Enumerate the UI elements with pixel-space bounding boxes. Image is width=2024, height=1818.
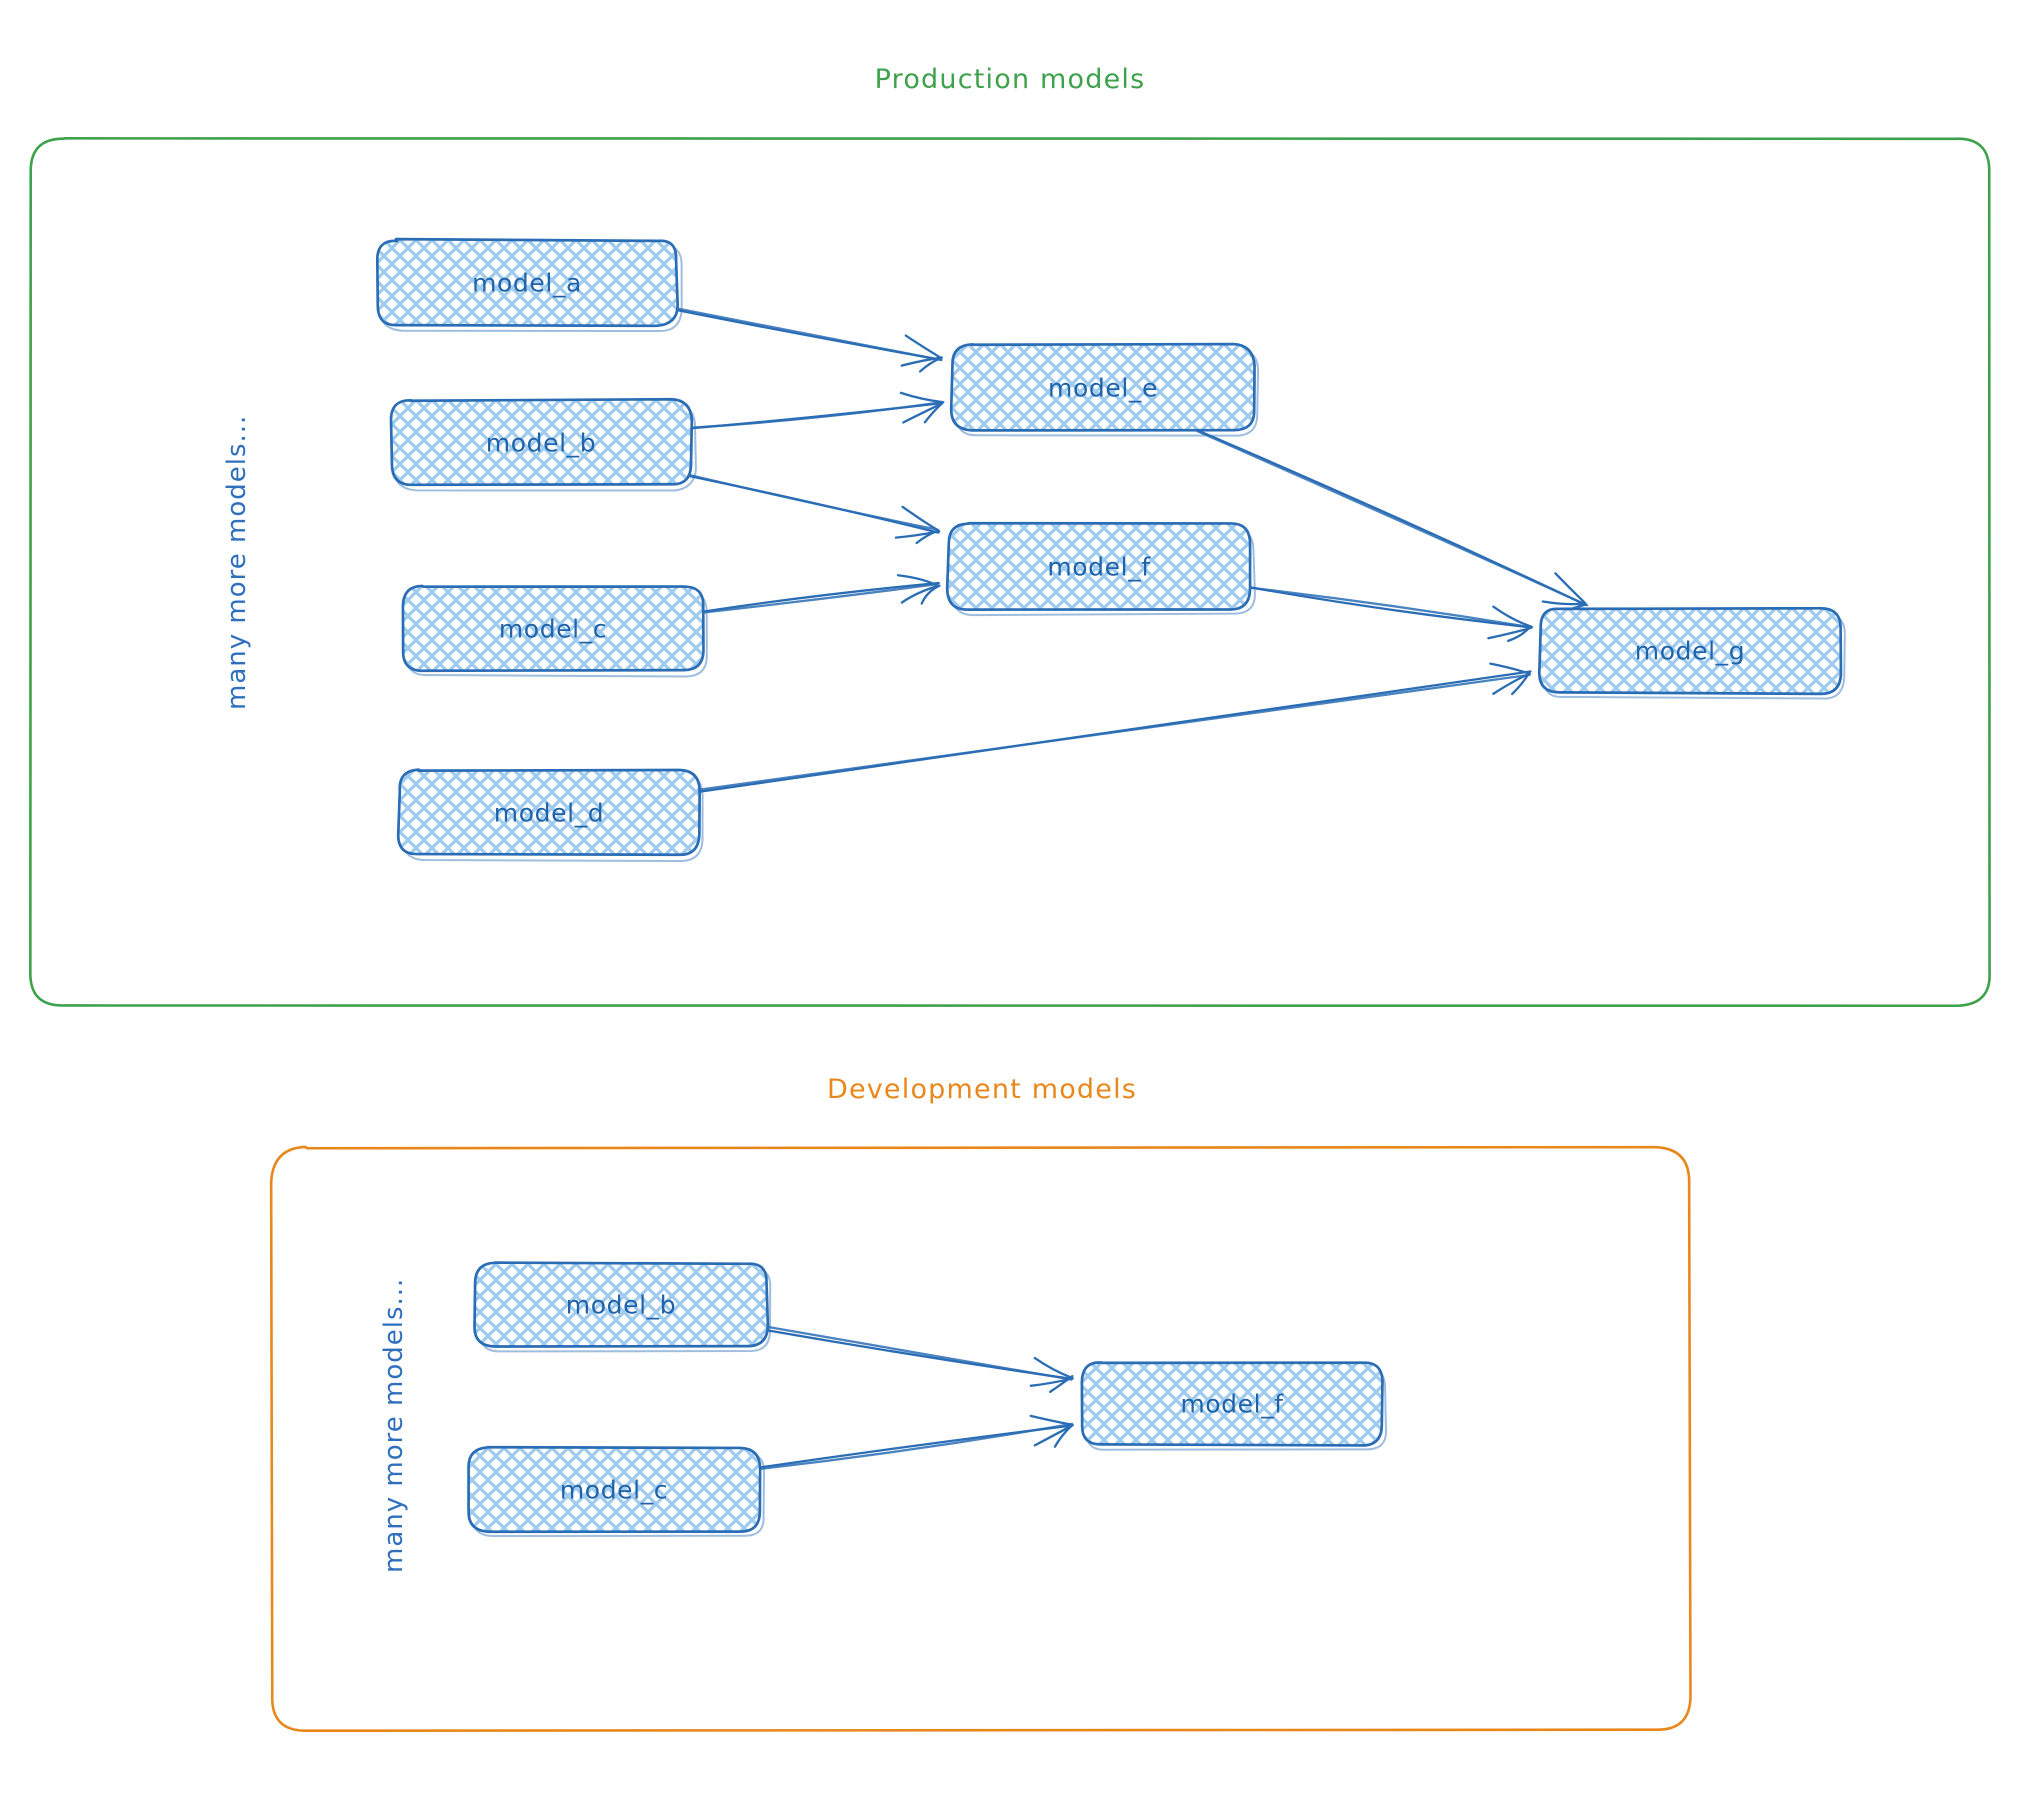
edge-shaft: [700, 583, 938, 614]
node-outline: [467, 1445, 762, 1534]
node-dev_model_b[interactable]: model_b: [473, 1261, 772, 1353]
edge-arrowhead: [1489, 662, 1531, 675]
node-fill: [474, 1262, 768, 1347]
node-fill: [1540, 607, 1841, 693]
edge-arrowhead: [899, 391, 944, 404]
node-outline: [401, 584, 705, 673]
edge-arrowhead: [1507, 625, 1531, 643]
node-outline: [945, 521, 1252, 611]
edge-shaft: [691, 400, 945, 429]
edge-arrowhead: [1033, 1356, 1074, 1380]
node-label: model_g: [1635, 637, 1745, 666]
edge-prod_model_d-to-prod_model_g: [696, 662, 1532, 794]
edge-arrowhead: [901, 505, 940, 532]
node-dev_model_c[interactable]: model_c: [467, 1445, 766, 1537]
edge-arrowhead: [1492, 605, 1533, 628]
group-development: [269, 1145, 1692, 1733]
node-label: model_c: [560, 1476, 668, 1505]
node-label: model_e: [1048, 374, 1158, 403]
edge-dev_model_b-to-dev_model_f: [764, 1325, 1074, 1394]
node-label: model_f: [1180, 1390, 1284, 1419]
edge-shaft: [764, 1325, 1073, 1381]
edge-dev_model_c-to-dev_model_f: [757, 1414, 1074, 1471]
labels-layer: Production models many more models... Deve…: [222, 64, 1146, 1573]
edge-arrowhead: [918, 356, 943, 373]
edge-shaft: [696, 673, 1531, 792]
node-fill: [947, 523, 1251, 610]
node-label: model_c: [499, 615, 607, 644]
group-production: [29, 137, 1991, 1008]
edge-arrowhead: [920, 584, 941, 605]
edge-arrowhead: [1492, 672, 1530, 695]
node-outline: [1537, 606, 1843, 696]
edge-prod_model_a-to-prod_model_e: [675, 307, 943, 373]
node-outline: [396, 768, 701, 857]
node-fill: [467, 1447, 761, 1532]
edge-arrowhead: [1554, 572, 1587, 605]
group-border-production: [29, 137, 1991, 1008]
edge-arrowhead: [1029, 1414, 1073, 1426]
node-fill: [951, 345, 1255, 431]
node-prod_model_f[interactable]: model_f: [945, 521, 1256, 617]
group-side-note-production: many more models...: [222, 415, 252, 710]
edge-arrowhead: [1511, 672, 1531, 696]
group-border-development: [269, 1145, 1692, 1733]
edge-shaft: [757, 1422, 1074, 1471]
edge-shaft: [700, 581, 940, 614]
edge-shaft: [688, 473, 939, 531]
node-prod_model_c[interactable]: model_c: [401, 584, 708, 678]
edge-prod_model_e-to-prod_model_g: [1196, 429, 1589, 614]
group-title-development: Development models: [827, 1074, 1137, 1105]
node-label: model_f: [1047, 553, 1151, 582]
node-prod_model_b[interactable]: model_b: [389, 397, 697, 492]
node-label: model_b: [566, 1291, 676, 1320]
group-side-note-development: many more models...: [379, 1278, 409, 1573]
edge-arrowhead: [1053, 1424, 1074, 1448]
edge-prod_model_c-to-prod_model_f: [700, 574, 941, 614]
node-prod_model_e[interactable]: model_e: [949, 342, 1260, 437]
edge-arrowhead: [896, 574, 939, 587]
node-prod_model_g[interactable]: model_g: [1537, 606, 1846, 700]
node-fill: [377, 240, 678, 325]
edge-prod_model_b-to-prod_model_f: [688, 473, 941, 545]
edge-shaft: [1248, 586, 1534, 629]
node-fill: [402, 585, 704, 671]
edge-prod_model_f-to-prod_model_g: [1248, 586, 1534, 643]
node-dev_model_f[interactable]: model_f: [1080, 1361, 1387, 1451]
node-fill: [390, 399, 691, 486]
nodes-layer: model_a model_b model_c model_d model_emodel…: [375, 237, 1846, 1537]
edges-layer: [675, 307, 1589, 1471]
edge-arrowhead: [1541, 600, 1587, 606]
node-outline: [1080, 1361, 1384, 1447]
edge-arrowhead: [923, 401, 944, 424]
edge-arrowhead: [1048, 1375, 1074, 1394]
node-label: model_b: [486, 429, 596, 458]
node-outline: [375, 237, 680, 328]
edge-arrowhead: [915, 529, 940, 545]
edge-arrowhead: [904, 334, 943, 360]
edge-shaft: [675, 307, 943, 362]
edge-arrowhead: [902, 402, 943, 424]
node-label: model_a: [472, 269, 582, 298]
node-outline: [389, 397, 694, 487]
edge-shaft: [1196, 429, 1589, 607]
edge-prod_model_b-to-prod_model_e: [688, 391, 945, 430]
edge-shaft: [1250, 586, 1530, 628]
node-fill: [1081, 1361, 1383, 1446]
node-label: model_d: [494, 799, 604, 828]
node-prod_model_a[interactable]: model_a: [375, 237, 683, 332]
node-prod_model_d[interactable]: model_d: [396, 768, 704, 863]
node-fill: [398, 770, 699, 855]
node-outline: [949, 342, 1256, 432]
group-title-production: Production models: [875, 64, 1146, 95]
group-containers: [29, 137, 1991, 1733]
node-outline: [473, 1261, 770, 1348]
